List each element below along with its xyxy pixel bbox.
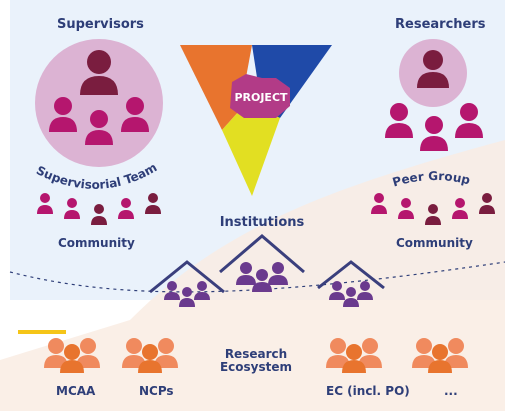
dashed-arc: [9, 261, 505, 293]
group-icon: [49, 97, 149, 145]
ecosystem-item-label: MCAA: [56, 384, 96, 398]
group-icon: [371, 193, 495, 225]
research-ecosystem-label: Research Ecosystem: [219, 347, 293, 374]
project-label: PROJECT: [234, 91, 288, 104]
group-icon: [412, 338, 468, 373]
person-icon: [417, 50, 449, 88]
person-icon: [80, 50, 118, 95]
house-icon: [317, 260, 385, 307]
accent-line: [18, 330, 66, 334]
ecosystem-item-label: EC (incl. PO): [326, 384, 410, 398]
group-icon: [44, 338, 100, 373]
house-icon: [219, 234, 305, 292]
ecosystem-item-label: NCPs: [139, 384, 174, 398]
institutions-label: Institutions: [219, 215, 305, 230]
project-triangle: [180, 45, 332, 196]
group-icon: [326, 338, 382, 373]
group-icon: [122, 338, 178, 373]
puzzle-project-icon: [230, 74, 290, 118]
ecosystem-item-label: ...: [444, 384, 458, 398]
group-icon: [37, 193, 161, 225]
researchers-label: Researchers: [395, 17, 486, 32]
community-right-label: Community: [396, 236, 473, 250]
community-left-label: Community: [58, 236, 135, 250]
house-icon: [149, 260, 225, 307]
supervisors-circle: [35, 39, 163, 167]
supervisors-label: Supervisors: [57, 17, 144, 32]
group-icon: [385, 103, 483, 151]
